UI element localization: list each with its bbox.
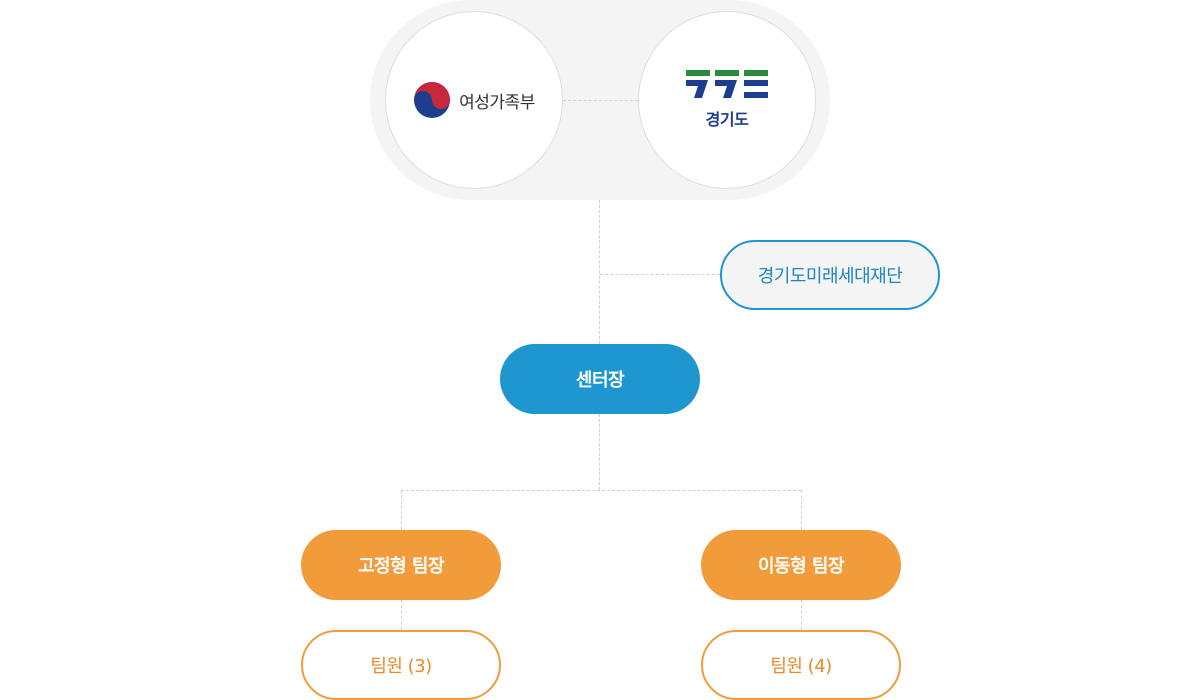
connector-logos [563, 100, 638, 101]
province-logo-circle: 경기도 [638, 11, 816, 189]
connector-trunk-upper [599, 200, 600, 344]
gyeonggi-emblem-icon [686, 70, 768, 98]
fixed-team-members-node: 팀원 (3) [301, 630, 501, 700]
connector-trunk-lower [599, 414, 600, 490]
foundation-node: 경기도미래세대재단 [720, 240, 940, 310]
mobile-team-lead-node: 이동형 팀장 [701, 530, 901, 600]
province-logo: 경기도 [686, 70, 768, 130]
ministry-logo: 여성가족부 [413, 81, 535, 119]
connector-right-lead [801, 490, 802, 530]
taegeuk-emblem-icon [414, 82, 451, 118]
foundation-label: 경기도미래세대재단 [757, 266, 903, 287]
connector-foundation [600, 274, 720, 275]
ministry-logo-circle: 여성가족부 [385, 11, 563, 189]
connector-right-members [801, 600, 802, 630]
director-label: 센터장 [575, 370, 625, 391]
connector-split [401, 490, 801, 491]
province-name: 경기도 [705, 110, 749, 129]
mobile-team-members-node: 팀원 (4) [701, 630, 901, 700]
mobile-team-lead-label: 이동형 팀장 [757, 556, 845, 577]
connector-left-members [401, 600, 402, 630]
fixed-team-lead-label: 고정형 팀장 [357, 556, 445, 577]
ministry-name: 여성가족부 [459, 92, 535, 113]
fixed-team-members-label: 팀원 (3) [370, 656, 432, 677]
director-node: 센터장 [500, 344, 700, 414]
mobile-team-members-label: 팀원 (4) [770, 656, 832, 677]
connector-left-lead [401, 490, 402, 530]
fixed-team-lead-node: 고정형 팀장 [301, 530, 501, 600]
